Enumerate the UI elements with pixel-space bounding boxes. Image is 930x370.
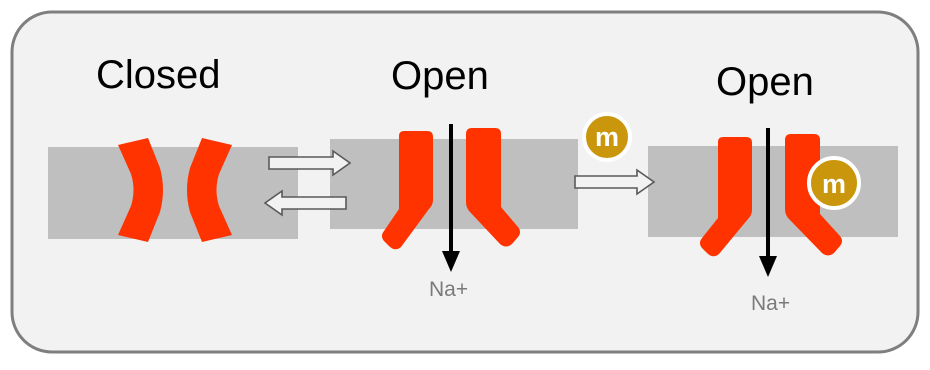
channel-closed-right-half <box>187 138 232 242</box>
state-title-open: Open <box>391 54 489 98</box>
reverse-arrow <box>263 189 347 217</box>
channel-closed <box>118 138 232 242</box>
state-title-open-modulated: Open <box>716 60 814 104</box>
channel-modulated-left-subunit <box>700 137 752 257</box>
modulator-free: m <box>582 112 632 162</box>
double-arrow-icon <box>263 149 352 217</box>
membrane-open-modulated <box>648 146 898 237</box>
ion-flow-arrow-open <box>442 124 460 272</box>
channel-open <box>382 128 520 250</box>
ion-flow-arrow-modulated <box>759 128 777 277</box>
channel-closed-left-half <box>118 138 163 242</box>
membrane-open <box>330 139 578 229</box>
forward-arrow <box>268 149 352 177</box>
modulator-free-label: m <box>595 122 619 152</box>
ion-label-open: Na+ <box>429 278 469 301</box>
membrane-closed <box>48 147 298 239</box>
modulator-bound: m <box>807 156 861 210</box>
state-title-closed: Closed <box>96 53 221 97</box>
ion-label-modulated: Na+ <box>751 292 791 315</box>
channel-open-left-subunit <box>382 131 433 250</box>
modulator-bound-label: m <box>822 169 846 199</box>
channel-open-right-subunit <box>466 128 520 247</box>
right-arrow-icon <box>574 168 656 196</box>
